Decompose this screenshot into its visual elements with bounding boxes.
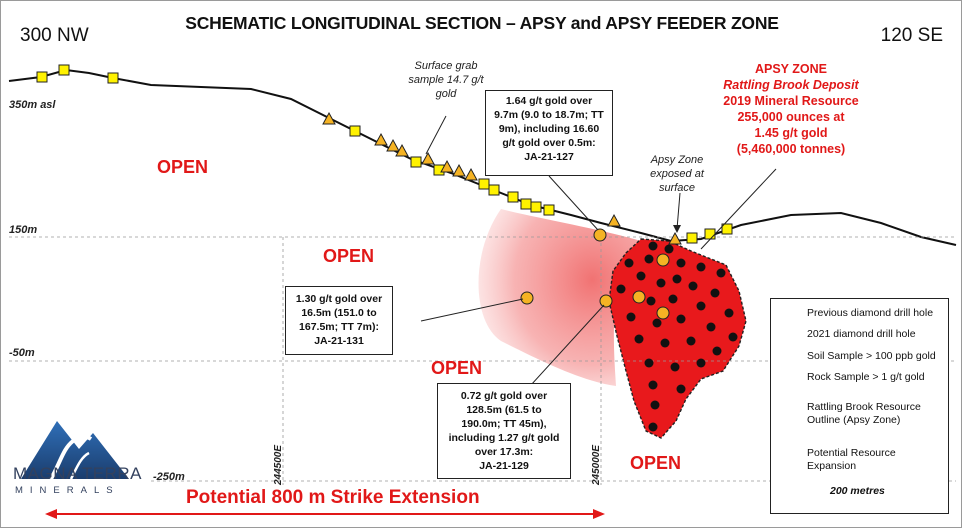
orientation-left: 300 NW <box>20 25 89 46</box>
rock-sample <box>440 159 454 173</box>
legend-label: 2021 diamond drill hole <box>807 328 916 340</box>
orientation-right: 120 SE <box>880 25 943 46</box>
legend-label: Soil Sample > 100 ppb gold <box>807 350 936 362</box>
drill-hole-2021 <box>656 253 670 267</box>
callout-ja-21-129: 0.72 g/t gold over 128.5m (61.5 to 190.0… <box>437 383 571 479</box>
rock-sample <box>395 143 409 157</box>
elevation-label: 150m <box>9 224 38 236</box>
surface-grab-note: Surface grab sample 14.7 g/t gold <box>408 60 484 100</box>
soil-sample <box>58 64 70 76</box>
rock-sample <box>668 231 682 245</box>
soil-sample <box>507 191 519 203</box>
rock-sample <box>374 132 388 146</box>
leader-apsy-zone <box>700 168 777 250</box>
potential-resource-expansion <box>478 209 641 386</box>
soil-sample <box>488 184 500 196</box>
rock-sample <box>386 138 400 152</box>
drill-hole-2021 <box>656 306 670 320</box>
soil-sample <box>410 156 422 168</box>
rock-sample <box>452 163 466 177</box>
soil-sample <box>349 125 361 137</box>
open-label: OPEN <box>323 246 375 266</box>
elevation-label: 350m asl <box>9 99 56 111</box>
soil-samples <box>36 64 733 244</box>
previous-drill-holes <box>616 241 738 432</box>
logo-name: MAGNA TERRA <box>13 464 142 483</box>
easting-label: 245000E <box>591 444 602 485</box>
apsy-zone-summary: APSY ZONE Rattling Brook Deposit 2019 Mi… <box>723 62 859 156</box>
leader-ja-21-127 <box>548 175 599 231</box>
apsy-exposed-note: Apsy Zone exposed at surface <box>650 154 704 194</box>
drill-hole-ja-21-131 <box>520 291 534 305</box>
legend-label: Previous diamond drill hole <box>807 307 934 319</box>
soil-sample <box>36 71 48 83</box>
rock-sample <box>421 151 435 165</box>
callout-ja-21-127: 1.64 g/t gold over 9.7m (9.0 to 18.7m; T… <box>485 90 613 176</box>
leader-ja-21-131 <box>420 298 524 322</box>
page-title: SCHEMATIC LONGITUDINAL SECTION – APSY an… <box>185 13 779 33</box>
scale-label: 200 metres <box>830 485 885 497</box>
open-label: OPEN <box>630 453 682 473</box>
logo-sub: MINERALS <box>15 485 120 496</box>
open-label: OPEN <box>157 157 209 177</box>
logo-icon <box>21 421 129 480</box>
drill-hole-ja-21-127 <box>593 228 607 242</box>
soil-sample <box>478 178 490 190</box>
legend-label: Potential Resource Expansion <box>807 447 896 472</box>
legend-label: Rattling Brook Resource Outline (Apsy Zo… <box>807 401 921 426</box>
soil-sample <box>686 232 698 244</box>
rock-samples <box>322 111 682 245</box>
drill-holes-2021 <box>520 228 670 320</box>
elevation-label: -50m <box>9 347 35 359</box>
drill-hole-2021 <box>632 290 646 304</box>
arrowhead-apsy-exposed <box>673 225 681 233</box>
leader-apsy-exposed <box>676 192 681 230</box>
drill-hole-ja-21-129 <box>599 294 613 308</box>
soil-sample <box>520 198 532 210</box>
elevation-label: -250m <box>153 471 185 483</box>
soil-sample <box>530 201 542 213</box>
strike-extension-arrow <box>45 509 605 519</box>
rattling-brook-resource-outline <box>608 238 747 439</box>
leader-ja-21-129 <box>530 304 605 386</box>
topography-line <box>8 68 957 246</box>
open-label: OPEN <box>431 358 483 378</box>
soil-sample <box>107 72 119 84</box>
soil-sample <box>704 228 716 240</box>
legend-label: Rock Sample > 1 g/t gold <box>807 371 925 383</box>
strike-extension-label: Potential 800 m Strike Extension <box>186 487 480 508</box>
rock-sample <box>322 111 336 125</box>
callout-ja-21-131: 1.30 g/t gold over 16.5m (151.0 to 167.5… <box>285 286 393 355</box>
easting-label: 244500E <box>273 444 284 485</box>
leader-surface-grab <box>425 115 447 155</box>
soil-sample <box>543 204 555 216</box>
soil-sample <box>721 223 733 235</box>
rock-sample <box>607 213 621 227</box>
rock-sample <box>464 167 478 181</box>
legend <box>770 298 949 514</box>
